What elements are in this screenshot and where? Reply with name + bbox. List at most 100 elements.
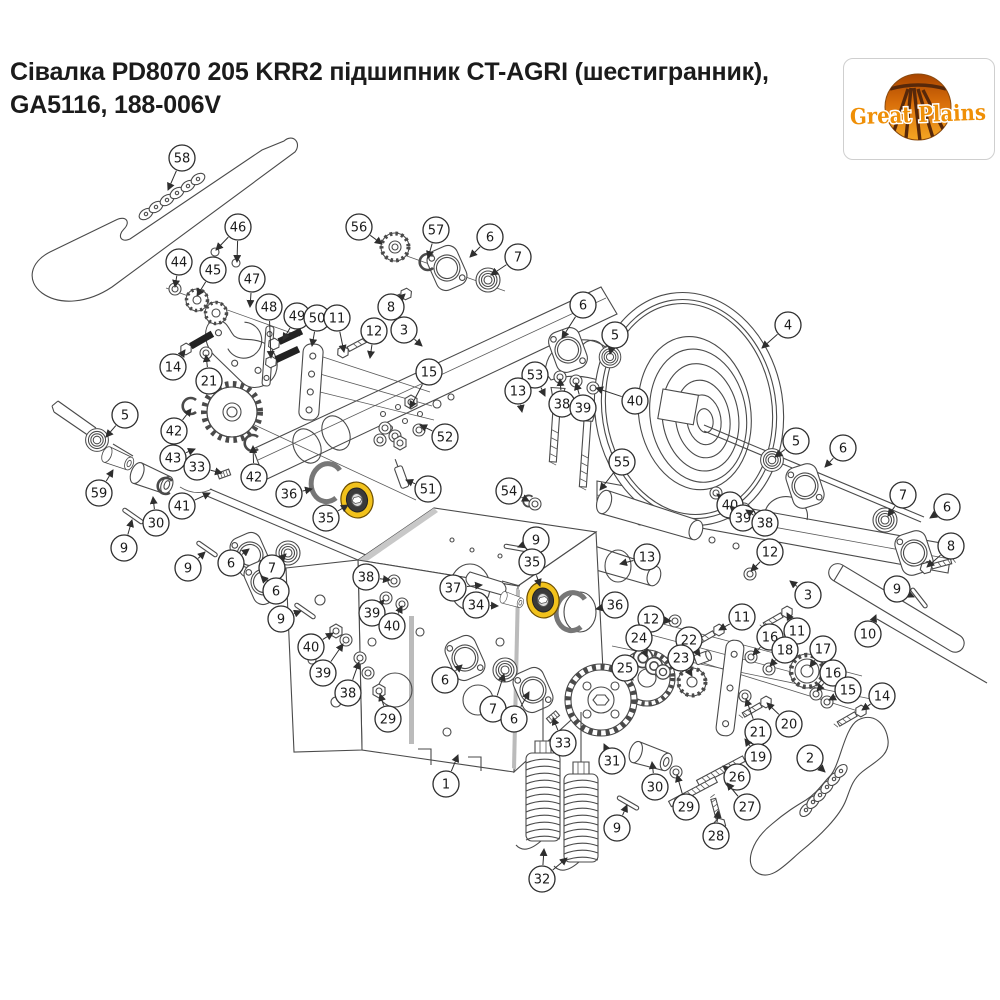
svg-text:5: 5 — [792, 435, 800, 450]
svg-text:9: 9 — [532, 534, 540, 549]
svg-text:39: 39 — [364, 607, 381, 622]
balloon-9: 9 — [110, 519, 138, 562]
logo-wordmark: Great Plains — [850, 100, 987, 131]
svg-text:26: 26 — [729, 771, 746, 786]
balloon-40: 40 — [297, 632, 334, 661]
balloon-19: 19 — [744, 738, 772, 771]
svg-text:38: 38 — [358, 571, 375, 586]
svg-text:38: 38 — [340, 687, 357, 702]
svg-text:22: 22 — [681, 634, 698, 649]
svg-text:54: 54 — [501, 485, 518, 500]
balloon-58: 58 — [167, 144, 196, 191]
balloon-6: 6 — [561, 291, 597, 339]
svg-text:7: 7 — [899, 489, 907, 504]
balloon-39: 39 — [309, 643, 344, 687]
svg-text:35: 35 — [524, 556, 541, 571]
balloon-45: 45 — [196, 256, 227, 297]
svg-text:9: 9 — [120, 542, 128, 557]
upper-sprocket — [379, 231, 411, 263]
svg-text:5: 5 — [121, 409, 129, 424]
balloon-3: 3 — [390, 316, 423, 347]
balloon-30: 30 — [142, 496, 170, 537]
svg-text:8: 8 — [387, 301, 395, 316]
balloon-39: 39 — [358, 599, 386, 627]
svg-text:8: 8 — [947, 540, 955, 555]
svg-text:27: 27 — [739, 801, 756, 816]
balloon-3: 3 — [789, 580, 822, 609]
svg-text:12: 12 — [643, 613, 660, 628]
svg-text:58: 58 — [174, 152, 191, 167]
balloon-6: 6 — [431, 664, 463, 694]
balloon-32: 32 — [528, 848, 568, 893]
balloon-29: 29 — [672, 774, 700, 821]
svg-text:6: 6 — [943, 501, 951, 516]
balloon-20: 20 — [766, 702, 803, 738]
svg-text:6: 6 — [579, 299, 587, 314]
balloon-48: 48 — [255, 293, 283, 359]
left-side-panel — [285, 559, 363, 753]
balloon-6: 6 — [500, 691, 530, 733]
svg-text:1: 1 — [442, 778, 450, 793]
balloon-36: 36 — [595, 591, 629, 619]
input-shaft-left — [51, 400, 213, 498]
balloon-59: 59 — [85, 469, 114, 507]
svg-text:38: 38 — [554, 398, 571, 413]
balloon-15: 15 — [828, 676, 862, 704]
balloon-54: 54 — [495, 477, 530, 505]
balloon-14: 14 — [159, 349, 187, 381]
balloon-26: 26 — [722, 763, 751, 791]
balloon-8: 8 — [377, 293, 406, 321]
balloon-33: 33 — [183, 453, 223, 481]
idler-sprocket-b — [203, 300, 229, 326]
balloon-40: 40 — [378, 605, 406, 640]
svg-text:5: 5 — [611, 329, 619, 344]
balloon-30: 30 — [641, 761, 669, 801]
balloon-6: 6 — [469, 223, 504, 258]
svg-text:19: 19 — [750, 751, 767, 766]
svg-text:35: 35 — [318, 512, 335, 527]
balloon-35: 35 — [518, 548, 546, 587]
title-line-2: GA5116, 188-006V — [10, 91, 221, 119]
svg-text:20: 20 — [781, 718, 798, 733]
tension-springs — [516, 698, 598, 870]
title-line-1: Сівалка PD8070 205 KRR2 підшипник CT-AGR… — [10, 58, 769, 86]
balloon-2: 2 — [796, 744, 826, 773]
svg-text:40: 40 — [627, 395, 644, 410]
svg-text:9: 9 — [184, 562, 192, 577]
svg-text:13: 13 — [639, 551, 656, 566]
balloon-24: 24 — [625, 624, 653, 658]
svg-text:2: 2 — [806, 752, 814, 767]
idler-sprocket-a — [184, 287, 210, 313]
svg-text:37: 37 — [445, 582, 462, 597]
balloon-7: 7 — [490, 243, 532, 276]
page-title: Сівалка PD8070 205 KRR2 підшипник CT-AGR… — [10, 56, 830, 122]
balloon-1: 1 — [432, 754, 460, 798]
svg-text:6: 6 — [272, 585, 280, 600]
balloon-14: 14 — [861, 682, 896, 711]
svg-text:15: 15 — [421, 366, 438, 381]
drive-chain-lower — [749, 716, 889, 876]
svg-text:39: 39 — [735, 512, 752, 527]
balloon-38: 38 — [745, 509, 779, 537]
balloon-56: 56 — [345, 213, 383, 245]
shifter-fork — [465, 571, 526, 610]
balloon-21: 21 — [195, 354, 223, 395]
ct-agri-hex-bearing-left — [337, 478, 377, 522]
balloon-7: 7 — [258, 553, 287, 582]
drive-chain-upper — [31, 137, 299, 302]
svg-text:51: 51 — [420, 483, 437, 498]
balloon-53: 53 — [521, 361, 549, 397]
latch-bracket — [394, 459, 410, 489]
svg-text:4: 4 — [784, 319, 792, 334]
balloon-43: 43 — [159, 444, 196, 472]
svg-text:49: 49 — [289, 310, 306, 325]
balloon-6: 6 — [260, 575, 290, 605]
svg-text:11: 11 — [734, 611, 751, 626]
svg-text:9: 9 — [893, 583, 901, 598]
svg-text:14: 14 — [874, 690, 891, 705]
svg-text:28: 28 — [708, 830, 725, 845]
balloon-38: 38 — [334, 661, 362, 707]
balloon-10: 10 — [854, 614, 882, 648]
